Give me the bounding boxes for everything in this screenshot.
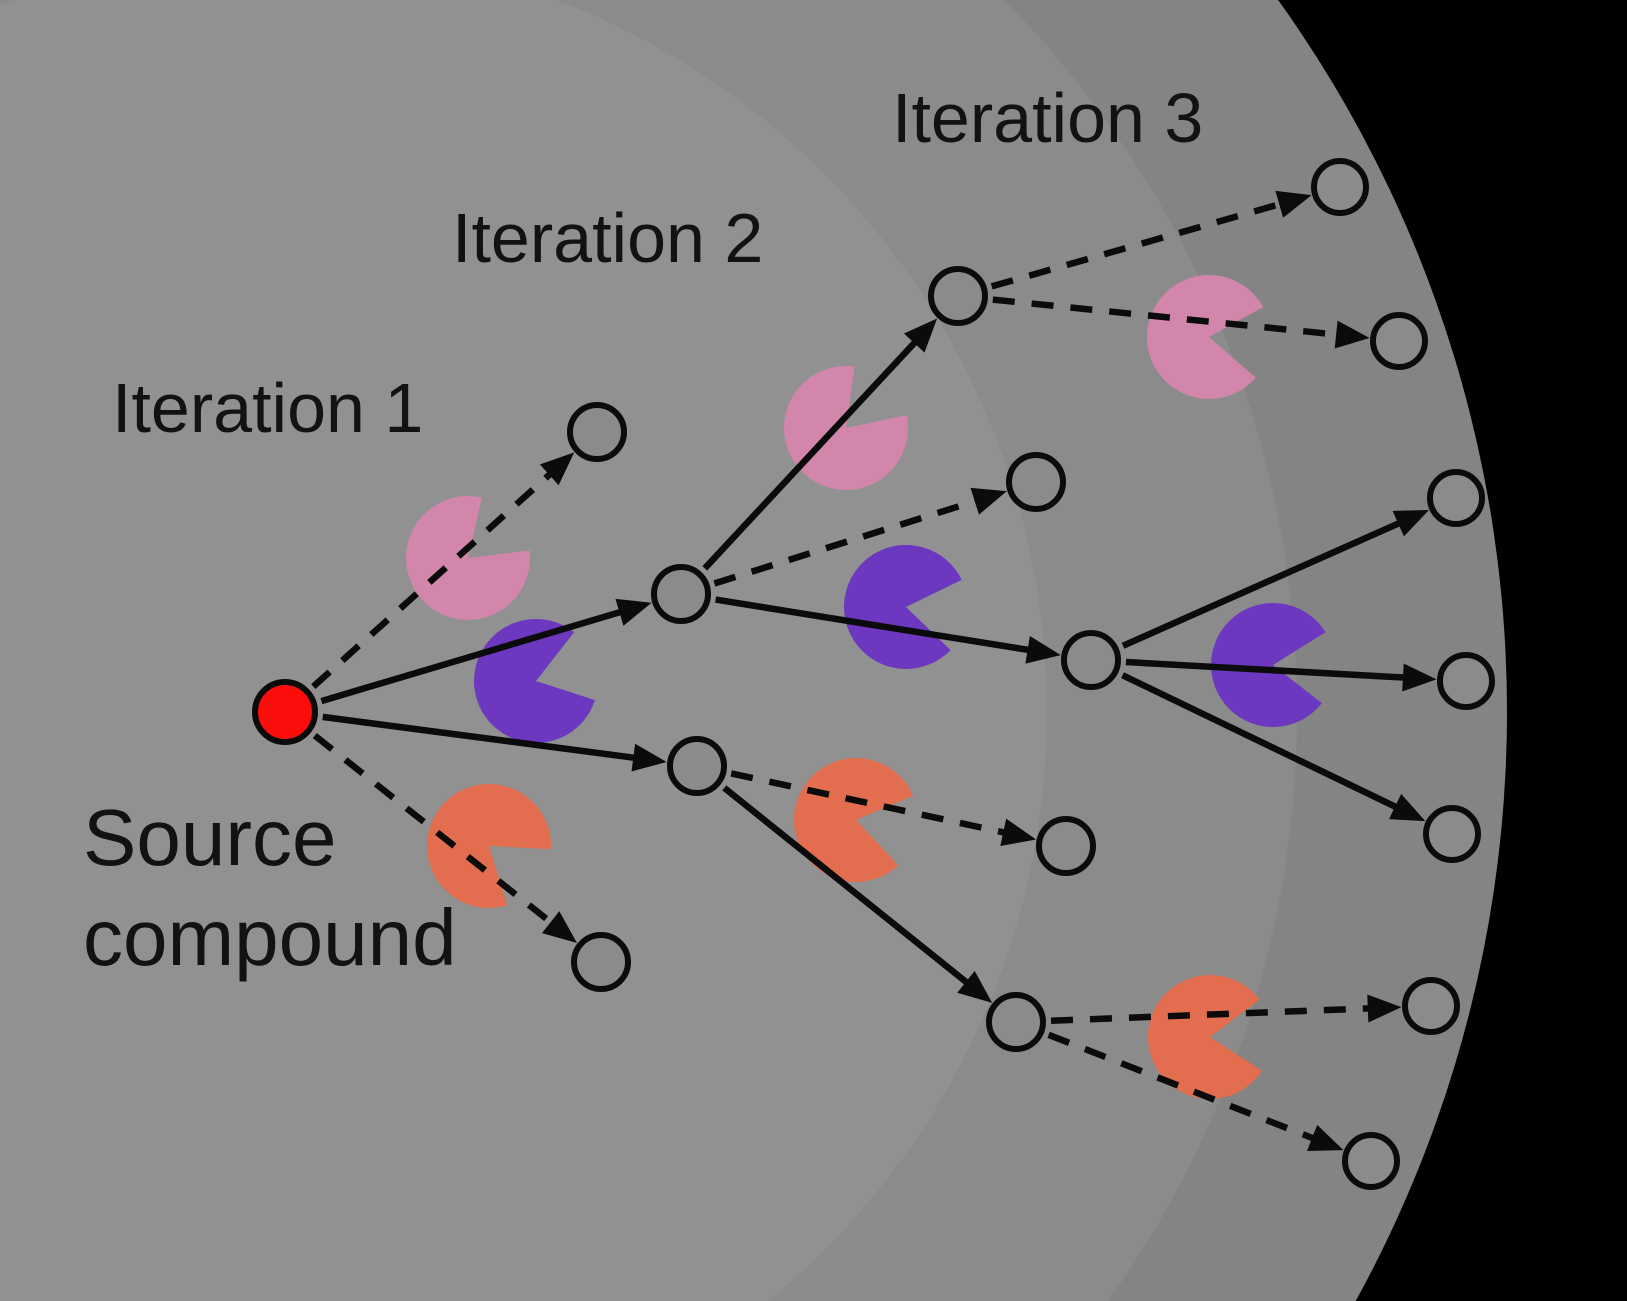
compound-node-b1 [928,266,988,326]
solid-reaction-arrow [1121,672,1426,822]
dashed-reaction-arrow [990,190,1312,290]
solid-reaction-arrow [322,713,667,772]
enzyme-pink-pacman-icon [406,496,530,620]
compound-node-b5 [986,992,1046,1052]
solid-reaction-arrow [320,598,652,705]
compound-node-a1 [567,402,627,462]
dashed-reaction-arrow [312,733,577,944]
compound-node-c4 [1437,652,1495,710]
enzyme-orange-pacman-icon [427,784,551,908]
iteration-1-label: Iteration 1 [112,369,423,447]
compound-node-c1 [1311,158,1369,216]
compound-nodes [252,158,1495,1190]
iteration-2-label: Iteration 2 [452,199,763,277]
reaction-edges [311,190,1437,1151]
compound-node-b2 [1006,452,1066,512]
solid-reaction-arrow [722,785,993,1003]
solid-reaction-arrow [715,596,1061,664]
compound-node-c6 [1402,977,1460,1035]
compound-node-c7 [1342,1132,1400,1190]
dashed-reaction-arrow [713,487,1007,587]
enzyme-pink-pacman-icon [784,366,909,490]
enzyme-purple-pacman-icon [474,619,595,743]
compound-node-b3 [1061,630,1121,690]
enzyme-purple-pacman-icon [1211,603,1326,727]
compound-node-c2 [1370,312,1428,370]
enzyme-icons [406,275,1326,1099]
solid-reaction-arrow [702,318,938,571]
solid-reaction-arrow [1121,509,1429,649]
source-compound-label-line1: Source [83,793,336,882]
solid-reaction-arrow [1125,658,1437,692]
compound-node-a4 [571,932,631,992]
enzyme-orange-pacman-icon [1148,975,1263,1099]
source-compound-label-line2: compound [83,893,457,982]
iteration-3-label: Iteration 3 [892,79,1203,157]
text-labels: Iteration 1 Iteration 2 Iteration 3 Sour… [83,79,1203,982]
compound-node-c3 [1427,469,1485,527]
enzyme-orange-pacman-icon [794,758,914,882]
enzyme-purple-pacman-icon [844,545,962,669]
compound-node-a2 [651,564,711,624]
compound-node-c5 [1423,805,1481,863]
dashed-reaction-arrow [1047,1031,1344,1151]
dashed-reaction-arrow [311,452,575,690]
dashed-reaction-arrow [730,770,1037,847]
enzyme-pink-pacman-icon [1147,275,1264,399]
compound-node-b4 [1036,816,1096,876]
compound-node-a3 [667,736,727,796]
dashed-reaction-arrow [1050,994,1402,1024]
source-compound-node [252,679,318,745]
